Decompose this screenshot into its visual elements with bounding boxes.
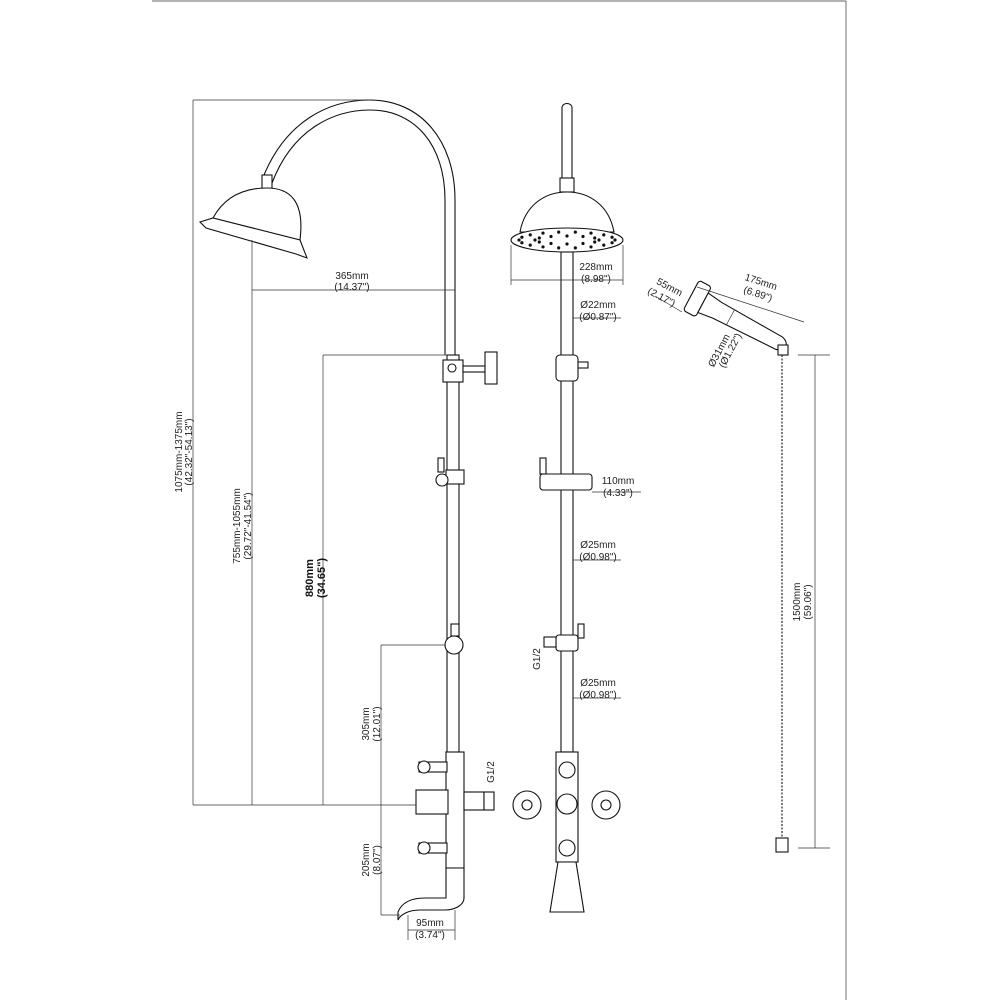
nozzle-dot (573, 230, 577, 234)
arm-reach-in: (14.37") (334, 282, 369, 293)
slide-rail-front (560, 251, 574, 753)
shower-head-front (510, 177, 624, 253)
mid-pipe-in: (Ø0.98") (579, 552, 616, 563)
nozzle-dot (602, 233, 606, 237)
slide-rail-side (446, 354, 460, 756)
lower-pipe-mm: Ø25mm (580, 678, 616, 689)
lower-bracket-in: (12.01") (372, 706, 383, 741)
spout-height-mm: 205mm (361, 843, 372, 876)
hose-length-mm: 1500mm (792, 583, 803, 622)
upper-pipe-in: (Ø0.87") (579, 312, 616, 323)
head-diameter-in: (8.98") (581, 274, 611, 285)
nozzle-dot (517, 238, 521, 242)
sheet-frame (152, 0, 847, 1000)
spout-reach-mm: 95mm (416, 918, 444, 929)
hand-shower (683, 280, 789, 853)
upper-bracket-front (555, 354, 589, 382)
holder-width-mm: 110mm (602, 476, 635, 487)
upper-bracket-side (442, 351, 498, 385)
nozzle-dot (537, 236, 541, 240)
nozzle-dot (589, 245, 593, 249)
side-view (198, 99, 498, 921)
hand-dimension-lines (654, 286, 830, 849)
nozzle-dot (581, 234, 585, 239)
nozzle-dot (557, 230, 561, 234)
mid-pipe-mm: Ø25mm (580, 540, 616, 551)
upper-pipe-mm: Ø22mm (580, 300, 616, 311)
hand-holder-side (435, 457, 465, 487)
nozzle-dot (602, 243, 606, 247)
hand-holder-front (539, 457, 593, 491)
nozzle-dot (593, 236, 597, 240)
top-pipe-front (561, 102, 573, 179)
head-height-mm: 755mm-1055mm (232, 488, 243, 564)
nozzle-dot (549, 234, 553, 239)
nozzle-pattern (517, 230, 617, 250)
nozzle-dot (537, 240, 541, 244)
front-dimension-lines (510, 245, 641, 699)
side-inlet-label: G1/2 (486, 761, 497, 783)
nozzle-dot (533, 238, 537, 242)
total-height-in: (42.32"-54.13") (184, 418, 195, 485)
nozzle-dot (581, 241, 585, 246)
nozzle-dot (541, 245, 545, 249)
nozzle-dot (565, 234, 569, 238)
lower-bracket-front (543, 623, 585, 652)
nozzle-dot (520, 241, 524, 245)
nozzle-dot (520, 235, 524, 239)
head-diameter-mm: 228mm (579, 262, 612, 273)
total-height-mm: 1075mm-1375mm (174, 411, 185, 492)
nozzle-dot (573, 246, 577, 250)
nozzle-dot (613, 238, 617, 242)
nozzle-dot (557, 246, 561, 250)
arm-reach-mm: 365mm (335, 271, 368, 282)
rail-height-in: (34.65") (316, 558, 328, 598)
nozzle-dot (565, 242, 569, 246)
gooseneck-arm (261, 99, 456, 355)
nozzle-dot (549, 241, 553, 246)
nozzle-dot (610, 235, 614, 239)
spout-reach-in: (3.74") (415, 930, 445, 941)
mixer-front (512, 751, 621, 913)
hose-length-in: (59.06") (803, 584, 814, 619)
lower-pipe-in: (Ø0.98") (579, 690, 616, 701)
front-inlet-label: G1/2 (532, 648, 543, 670)
side-dimension-lines (192, 99, 456, 940)
lower-bracket-mm: 305mm (361, 707, 372, 740)
nozzle-dot (528, 243, 532, 247)
head-height-in: (29.72"-41.54") (243, 492, 254, 559)
nozzle-dot (528, 233, 532, 237)
nozzle-dot (589, 231, 593, 235)
rail-height-mm: 880mm (304, 559, 316, 597)
front-view (510, 102, 624, 913)
nozzle-dot (597, 238, 601, 242)
mixer-side (397, 751, 495, 921)
nozzle-dot (593, 240, 597, 244)
holder-width-in: (4.33") (603, 488, 633, 499)
nozzle-dot (610, 241, 614, 245)
spout-height-in: (8.07") (372, 845, 383, 875)
nozzle-dot (541, 231, 545, 235)
shower-head-side (198, 174, 308, 259)
